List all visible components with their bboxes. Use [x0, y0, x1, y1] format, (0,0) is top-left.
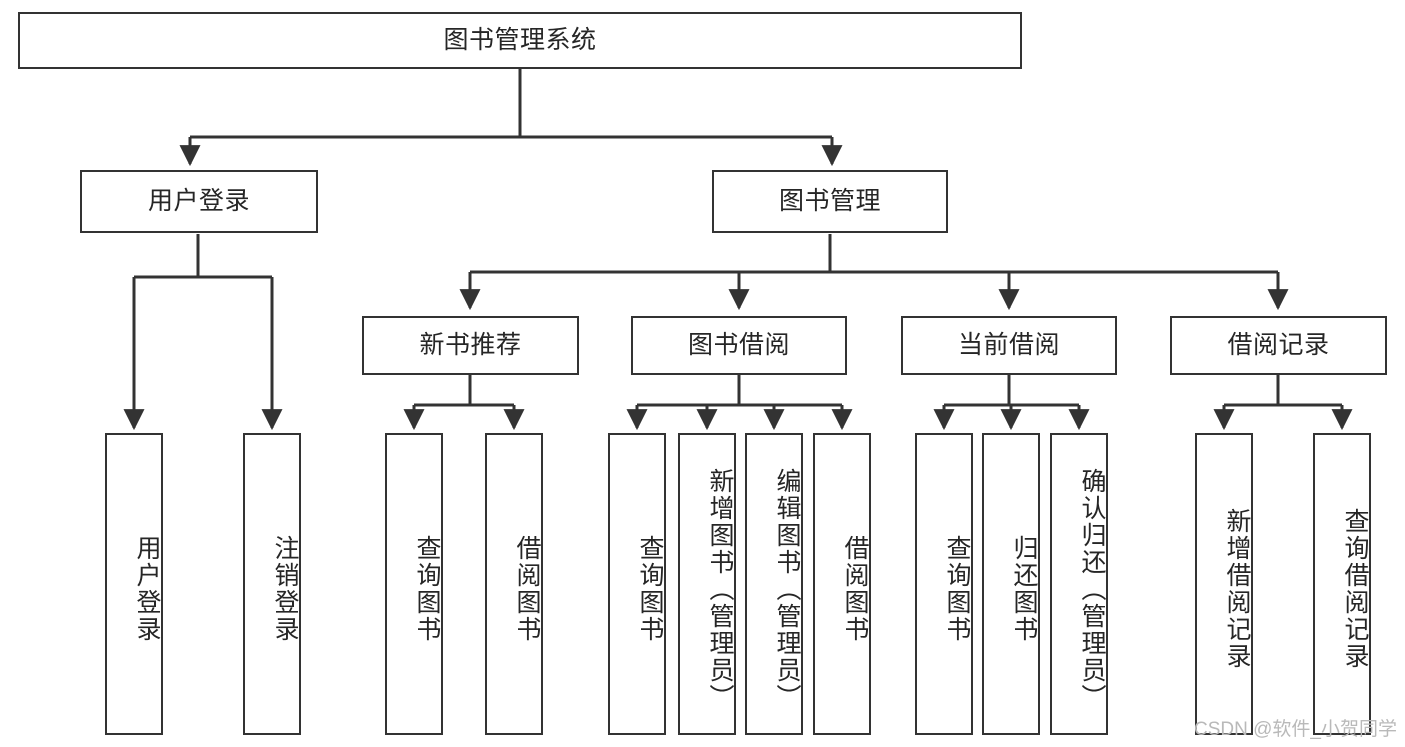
leaf-add-borrow-record[interactable]: 新增借阅记录: [1195, 433, 1253, 735]
leaf-edit-book-admin-label: 编辑图书（管理员）: [773, 467, 801, 711]
leaf-borrow-book-label: 借阅图书: [841, 535, 869, 643]
node-root-label: 图书管理系统: [443, 25, 597, 54]
leaf-confirm-return-admin-label: 确认归还（管理员）: [1078, 467, 1106, 711]
node-root[interactable]: 图书管理系统: [18, 12, 1022, 69]
node-borrow-records[interactable]: 借阅记录: [1170, 316, 1387, 375]
node-new-book-recommend[interactable]: 新书推荐: [362, 316, 579, 375]
leaf-add-borrow-record-label: 新增借阅记录: [1223, 508, 1251, 670]
leaf-user-login-label: 用户登录: [133, 535, 161, 643]
leaf-add-book-admin-label: 新增图书（管理员）: [706, 467, 734, 711]
leaf-logout[interactable]: 注销登录: [243, 433, 301, 735]
leaf-borrow-book-recommend[interactable]: 借阅图书: [485, 433, 543, 735]
leaf-query-borrow-record-label: 查询借阅记录: [1341, 508, 1369, 670]
node-user-login[interactable]: 用户登录: [80, 170, 318, 233]
leaf-return-book[interactable]: 归还图书: [982, 433, 1040, 735]
node-new-book-recommend-label: 新书推荐: [419, 330, 522, 359]
csdn-watermark: CSDN @软件_小贺同学: [1194, 719, 1397, 740]
node-user-login-label: 用户登录: [147, 186, 250, 215]
node-book-borrow[interactable]: 图书借阅: [631, 316, 847, 375]
node-borrow-records-label: 借阅记录: [1227, 330, 1330, 359]
leaf-query-book-borrow[interactable]: 查询图书: [608, 433, 666, 735]
leaf-borrow-book-recommend-label: 借阅图书: [513, 535, 541, 643]
leaf-query-book-recommend[interactable]: 查询图书: [385, 433, 443, 735]
node-current-borrow[interactable]: 当前借阅: [901, 316, 1117, 375]
leaf-query-book-current[interactable]: 查询图书: [915, 433, 973, 735]
leaf-query-book-borrow-label: 查询图书: [636, 535, 664, 643]
leaf-confirm-return-admin[interactable]: 确认归还（管理员）: [1050, 433, 1108, 735]
node-book-management-label: 图书管理: [778, 186, 881, 215]
leaf-edit-book-admin[interactable]: 编辑图书（管理员）: [745, 433, 803, 735]
node-current-borrow-label: 当前借阅: [957, 330, 1060, 359]
leaf-add-book-admin[interactable]: 新增图书（管理员）: [678, 433, 736, 735]
leaf-user-login[interactable]: 用户登录: [105, 433, 163, 735]
node-book-management[interactable]: 图书管理: [712, 170, 948, 233]
leaf-query-book-recommend-label: 查询图书: [413, 535, 441, 643]
leaf-query-book-current-label: 查询图书: [943, 535, 971, 643]
leaf-return-book-label: 归还图书: [1010, 535, 1038, 643]
leaf-logout-label: 注销登录: [271, 535, 299, 643]
leaf-query-borrow-record[interactable]: 查询借阅记录: [1313, 433, 1371, 735]
node-book-borrow-label: 图书借阅: [687, 330, 790, 359]
leaf-borrow-book[interactable]: 借阅图书: [813, 433, 871, 735]
